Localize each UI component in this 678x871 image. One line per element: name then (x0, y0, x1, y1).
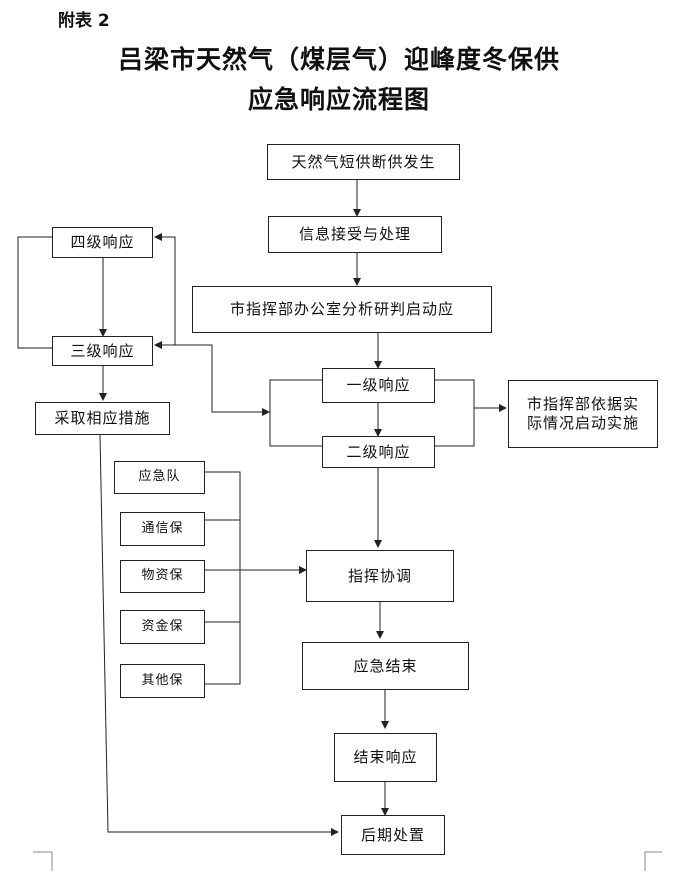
node-comm: 通信保 (120, 512, 205, 546)
node-shortage: 天然气短供断供发生 (267, 144, 460, 180)
left-bracket (269, 379, 322, 447)
corner-mark-left (33, 851, 53, 871)
node-level4: 四级响应 (52, 227, 153, 258)
line-level4-left (17, 236, 52, 349)
node-aftermath: 后期处置 (341, 815, 445, 855)
right-bracket (435, 379, 475, 447)
arrow-measures-aftermath (99, 434, 339, 836)
node-team: 应急队 (114, 461, 205, 494)
node-info: 信息接受与处理 (268, 216, 442, 253)
node-analyze: 市指挥部办公室分析研判启动应 (192, 286, 492, 333)
node-material: 物资保 (120, 560, 205, 593)
node-measures: 采取相应措施 (35, 402, 170, 435)
node-command: 指挥协调 (306, 550, 454, 602)
node-end: 应急结束 (302, 642, 469, 690)
node-level3: 三级响应 (52, 336, 153, 366)
node-other: 其他保 (120, 664, 205, 698)
node-level1: 一级响应 (322, 368, 435, 403)
corner-mark-right (644, 851, 662, 871)
appendix-tag: 附表 2 (58, 11, 110, 31)
page-subtitle: 应急响应流程图 (247, 85, 430, 114)
guarantee-bracket (205, 471, 241, 685)
node-hq-decision: 市指挥部依据实际情况启动实施 (508, 380, 658, 448)
page-title: 吕梁市天然气（煤层气）迎峰度冬保供 (117, 45, 560, 74)
node-fund: 资金保 (120, 610, 205, 644)
node-end-response: 结束响应 (334, 733, 437, 782)
node-level2: 二级响应 (322, 436, 435, 468)
